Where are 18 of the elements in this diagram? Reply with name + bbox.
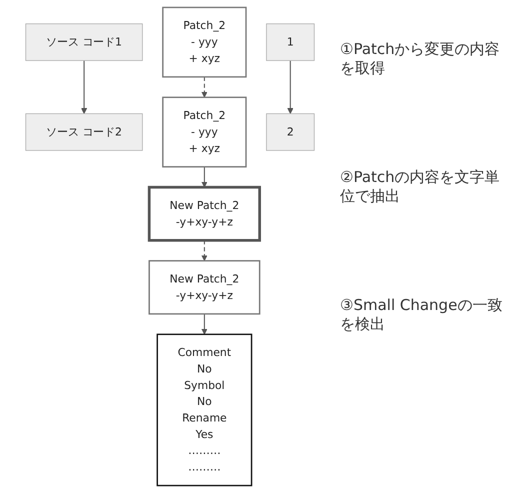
- node-box: 1: [266, 23, 315, 61]
- node-box: ソース コード2: [25, 113, 143, 151]
- node-box: Comment No Symbol No Rename Yes ……… ………: [156, 334, 252, 486]
- step-note: ③Small Changeの一致を検出: [340, 296, 504, 334]
- node-box: New Patch_2 -y+xy-y+z: [148, 186, 261, 242]
- arrow: [201, 314, 208, 335]
- arrow: [201, 166, 208, 188]
- arrow: [201, 76, 208, 98]
- node-box: Patch_2 - yyy + xyz: [162, 96, 247, 168]
- node-box: New Patch_2 -y+xy-y+z: [148, 260, 260, 315]
- arrow: [287, 60, 294, 114]
- node-box: 2: [266, 113, 315, 151]
- node-box: ソース コード1: [25, 23, 143, 61]
- step-note: ①Patchから変更の内容を取得: [340, 40, 501, 78]
- arrow: [81, 60, 88, 114]
- arrow: [201, 240, 208, 262]
- step-note: ②Patchの内容を文字単位で抽出: [340, 168, 501, 206]
- node-box: Patch_2 - yyy + xyz: [162, 6, 247, 78]
